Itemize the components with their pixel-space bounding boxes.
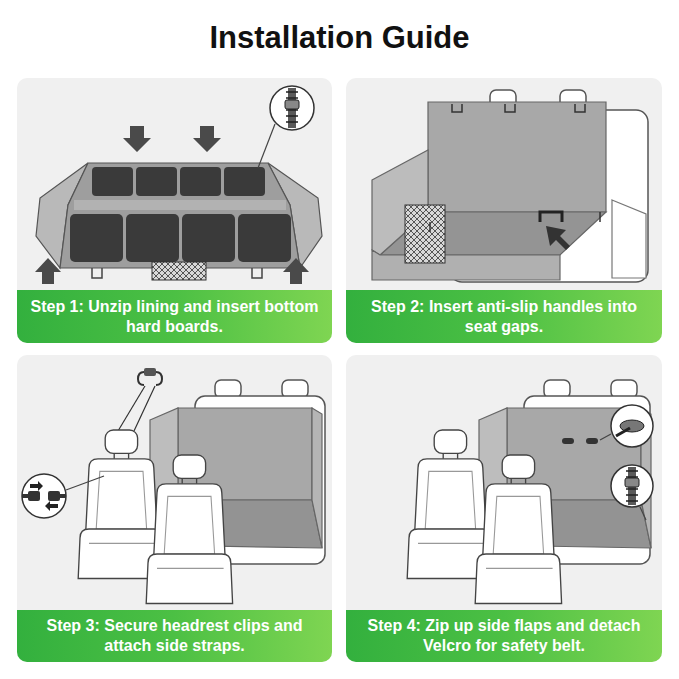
cover-flat-illustration (35, 86, 322, 284)
hammock-illustration (452, 104, 462, 112)
side-flap-illustration (407, 380, 653, 604)
headrest-clip-illustration (22, 368, 325, 604)
side-flap-illustration (562, 438, 574, 444)
hammock-illustration (405, 205, 445, 263)
side-flap-illustration (611, 465, 653, 507)
cover-flat-illustration (238, 214, 291, 262)
step-caption-band: Step 2: Insert anti-slip handles into se… (346, 290, 662, 343)
step-text: Step 1: Unzip lining and insert bottom h… (27, 297, 322, 336)
cover-flat-illustration (60, 163, 300, 268)
cover-flat-illustration (92, 167, 133, 196)
cover-flat-illustration (123, 126, 151, 152)
cover-flat-illustration (283, 258, 309, 284)
side-flap-illustration (640, 507, 646, 520)
headrest-clip-illustration (144, 368, 156, 376)
cover-flat-illustration (270, 86, 314, 130)
cover-flat-illustration (252, 268, 262, 278)
headrest-clip-illustration (312, 408, 322, 548)
hammock-illustration (575, 104, 585, 112)
headrest-clip-illustration (28, 491, 40, 501)
hammock-illustration (430, 212, 600, 232)
panel-backgrounds (17, 355, 332, 662)
headrest-clip-illustration (30, 481, 43, 491)
cover-flat-illustration (126, 214, 179, 262)
headrest-clip-illustration (146, 455, 232, 604)
side-flap-illustration (625, 478, 639, 487)
hammock-illustration (612, 200, 646, 278)
hammock-illustration (505, 104, 515, 112)
cover-flat-illustration (180, 167, 221, 196)
side-flap-illustration (586, 438, 598, 444)
cover-flat-illustration (74, 200, 286, 210)
panel-backgrounds (17, 78, 662, 662)
page-title: Installation Guide (0, 18, 679, 58)
cover-flat-illustration (70, 214, 123, 262)
cover-flat-illustration (286, 92, 298, 122)
hammock-illustration (540, 212, 562, 222)
headrest-clip-illustration (66, 476, 104, 490)
side-flap-illustration (475, 455, 561, 604)
cover-flat-illustration (92, 268, 102, 278)
side-flap-illustration (616, 428, 630, 436)
cover-flat-illustration (152, 262, 206, 280)
cover-flat-illustration (224, 167, 265, 196)
cover-flat-illustration (258, 124, 275, 168)
hammock-illustration (546, 226, 570, 250)
headrest-clip-illustration (134, 386, 155, 431)
side-flap-illustration (626, 471, 638, 501)
headrest-clip-illustration (22, 494, 28, 498)
step-caption-band: Step 3: Secure headrest clips and attach… (17, 610, 332, 662)
headrest-clip-illustration (60, 494, 66, 498)
step-caption-band: Step 4: Zip up side flaps and detach Vel… (346, 610, 662, 662)
step-text: Step 2: Insert anti-slip handles into se… (356, 297, 652, 336)
panel-backgrounds (17, 78, 332, 343)
hammock-illustration (372, 250, 560, 280)
headrest-clip-illustration (118, 386, 145, 431)
cover-flat-illustration (136, 167, 177, 196)
side-flap-illustration (611, 405, 653, 447)
cover-flat-illustration (35, 258, 61, 284)
side-flap-illustration (600, 434, 611, 440)
hammock-illustration (372, 90, 648, 282)
panel-backgrounds (346, 78, 662, 343)
headrest-clip-illustration (22, 474, 66, 518)
headrest-clip-illustration (48, 491, 60, 501)
cover-flat-illustration (182, 214, 235, 262)
step-text: Step 4: Zip up side flaps and detach Vel… (356, 616, 652, 655)
hammock-illustration (428, 102, 606, 212)
headrest-clip-illustration (45, 501, 58, 511)
cover-flat-illustration (193, 126, 221, 152)
step-text: Step 3: Secure headrest clips and attach… (27, 616, 322, 655)
panel-backgrounds (346, 355, 662, 662)
cover-flat-illustration (285, 100, 299, 109)
step-caption-band: Step 1: Unzip lining and insert bottom h… (17, 290, 332, 343)
